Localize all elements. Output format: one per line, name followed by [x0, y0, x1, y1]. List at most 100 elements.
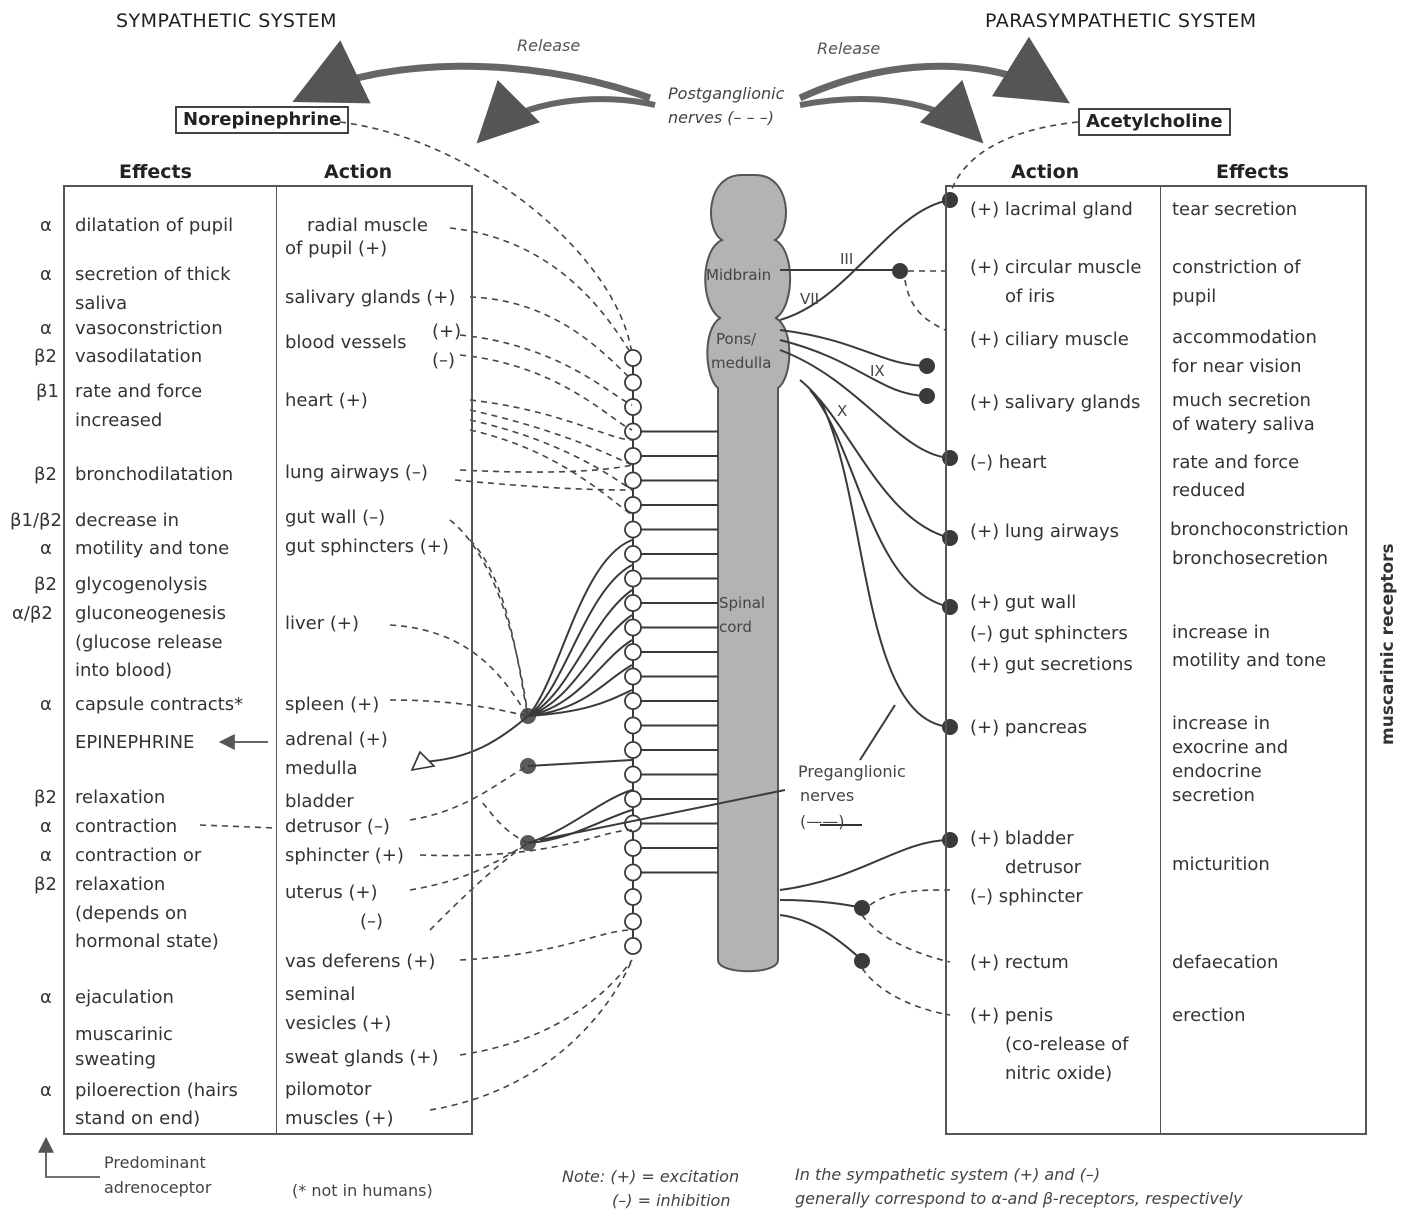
left-effects-item: glycogenolysis	[75, 576, 207, 594]
chain-ganglion	[625, 791, 641, 807]
chain-ganglion	[625, 595, 641, 611]
left-effects-item: ejaculation	[75, 989, 174, 1007]
left-actions-item: vas deferens (+)	[285, 953, 435, 971]
left-effects-item: contraction or	[75, 847, 201, 865]
predominant-label: Predominant	[104, 1155, 206, 1171]
left-effects-item: relaxation	[75, 876, 165, 894]
left-actions-item: (–)	[360, 913, 383, 931]
left-effects-item: sweating	[75, 1051, 156, 1069]
left-actions-item: medulla	[285, 760, 357, 778]
parasympathetic-title: PARASYMPATHETIC SYSTEM	[985, 12, 1257, 31]
left-receptors-item: β2	[34, 466, 57, 484]
left-actions-item: (–)	[432, 352, 455, 370]
right-effects-item: pupil	[1172, 288, 1216, 306]
left-actions-item: bladder	[285, 793, 354, 811]
left-actions-item: (+)	[432, 323, 461, 341]
general-note-2: generally correspond to α-and β-receptor…	[795, 1191, 1243, 1207]
right-effects-item: bronchoconstriction	[1170, 521, 1349, 539]
left-receptors-item: β2	[34, 348, 57, 366]
cranial-nerve-vii: VII	[800, 292, 819, 307]
left-actions-item: pilomotor	[285, 1081, 371, 1099]
right-actions-item: (–) gut sphincters	[970, 625, 1128, 643]
right-effects-item: micturition	[1172, 856, 1270, 874]
left-receptors-item: α	[40, 217, 52, 235]
left-effects-item: saliva	[75, 295, 127, 313]
cord-label: cord	[719, 620, 752, 635]
left-effects-item: gluconeogenesis	[75, 605, 226, 623]
left-receptors-item: α	[40, 989, 52, 1007]
postganglionic-label-2: nerves (– – –)	[668, 110, 774, 126]
release-label-right: Release	[817, 41, 880, 57]
right-action-header: Action	[1007, 163, 1083, 182]
not-in-humans-note: (* not in humans)	[292, 1183, 433, 1199]
midbrain-label: Midbrain	[706, 268, 771, 283]
left-effects-item: increased	[75, 412, 162, 430]
left-receptors-item: α	[40, 1082, 52, 1100]
chain-ganglion	[625, 669, 641, 685]
left-actions-item: adrenal (+)	[285, 731, 388, 749]
right-actions-item: of iris	[1005, 288, 1055, 306]
medulla-label: medulla	[711, 356, 771, 371]
left-receptors-item: α	[40, 266, 52, 284]
left-receptors-item: α	[40, 847, 52, 865]
right-actions-item: detrusor	[1005, 859, 1081, 877]
chain-ganglion	[625, 522, 641, 538]
left-receptors-item: β2	[34, 576, 57, 594]
right-effects-item: motility and tone	[1172, 652, 1326, 670]
chain-ganglion	[625, 375, 641, 391]
left-effects-item: into blood)	[75, 662, 172, 680]
left-effects-item: vasodilatation	[75, 348, 202, 366]
chain-ganglion	[625, 718, 641, 734]
left-actions-item: liver (+)	[285, 615, 359, 633]
right-actions-item: (–) heart	[970, 454, 1047, 472]
right-effects-item: erection	[1172, 1007, 1246, 1025]
chain-ganglion	[625, 693, 641, 709]
adrenoceptor-label: adrenoceptor	[104, 1180, 211, 1196]
right-actions-item: (+) gut wall	[970, 594, 1076, 612]
left-actions-item: muscles (+)	[285, 1110, 394, 1128]
chain-ganglion	[625, 448, 641, 464]
chain-ganglion	[625, 350, 641, 366]
cranial-nerve-iii: III	[840, 252, 853, 267]
note-inhibition: (–) = inhibition	[612, 1193, 730, 1209]
left-effects-item: decrease in	[75, 512, 179, 530]
left-actions-item: blood vessels	[285, 334, 407, 352]
right-effects-item: much secretion	[1172, 392, 1311, 410]
left-actions-item: heart (+)	[285, 392, 368, 410]
cranial-nerve-ix: IX	[870, 364, 885, 379]
left-receptors-item: α	[40, 818, 52, 836]
right-effects-item: tear secretion	[1172, 201, 1297, 219]
chain-ganglion	[625, 914, 641, 930]
left-actions-item: detrusor (–)	[285, 818, 390, 836]
chain-ganglion	[625, 620, 641, 636]
right-actions-item: (+) pancreas	[970, 719, 1087, 737]
left-effects-item: contraction	[75, 818, 177, 836]
sympathetic-chain	[625, 350, 718, 954]
left-effects-item: rate and force	[75, 383, 202, 401]
left-effects-item: secretion of thick	[75, 266, 231, 284]
right-effects-item: secretion	[1172, 787, 1255, 805]
right-actions-item: (+) circular muscle	[970, 259, 1142, 277]
chain-ganglion	[625, 497, 641, 513]
left-effects-item: (depends on	[75, 905, 187, 923]
note-excitation: Note: (+) = excitation	[562, 1169, 739, 1185]
left-receptors-item: β1/β2	[10, 512, 62, 530]
right-actions-item: nitric oxide)	[1005, 1065, 1112, 1083]
left-effects-item: relaxation	[75, 789, 165, 807]
right-effects-item: increase in	[1172, 715, 1270, 733]
left-effects-header: Effects	[115, 163, 196, 182]
chain-ganglion	[625, 399, 641, 415]
chain-ganglion	[625, 865, 641, 881]
left-effects-item: hormonal state)	[75, 933, 219, 951]
right-actions-item: (+) rectum	[970, 954, 1069, 972]
right-effects-item: of watery saliva	[1172, 416, 1315, 434]
left-receptors-item: β2	[34, 789, 57, 807]
postganglionic-label: Postganglionic	[668, 86, 784, 102]
left-receptors-item: α	[40, 320, 52, 338]
right-actions-item: (+) gut secretions	[970, 656, 1133, 674]
right-actions-item: (+) penis	[970, 1007, 1053, 1025]
left-receptors-item: α	[40, 540, 52, 558]
right-effects-item: accommodation	[1172, 329, 1317, 347]
chain-ganglion	[625, 889, 641, 905]
right-effects-header: Effects	[1212, 163, 1293, 182]
